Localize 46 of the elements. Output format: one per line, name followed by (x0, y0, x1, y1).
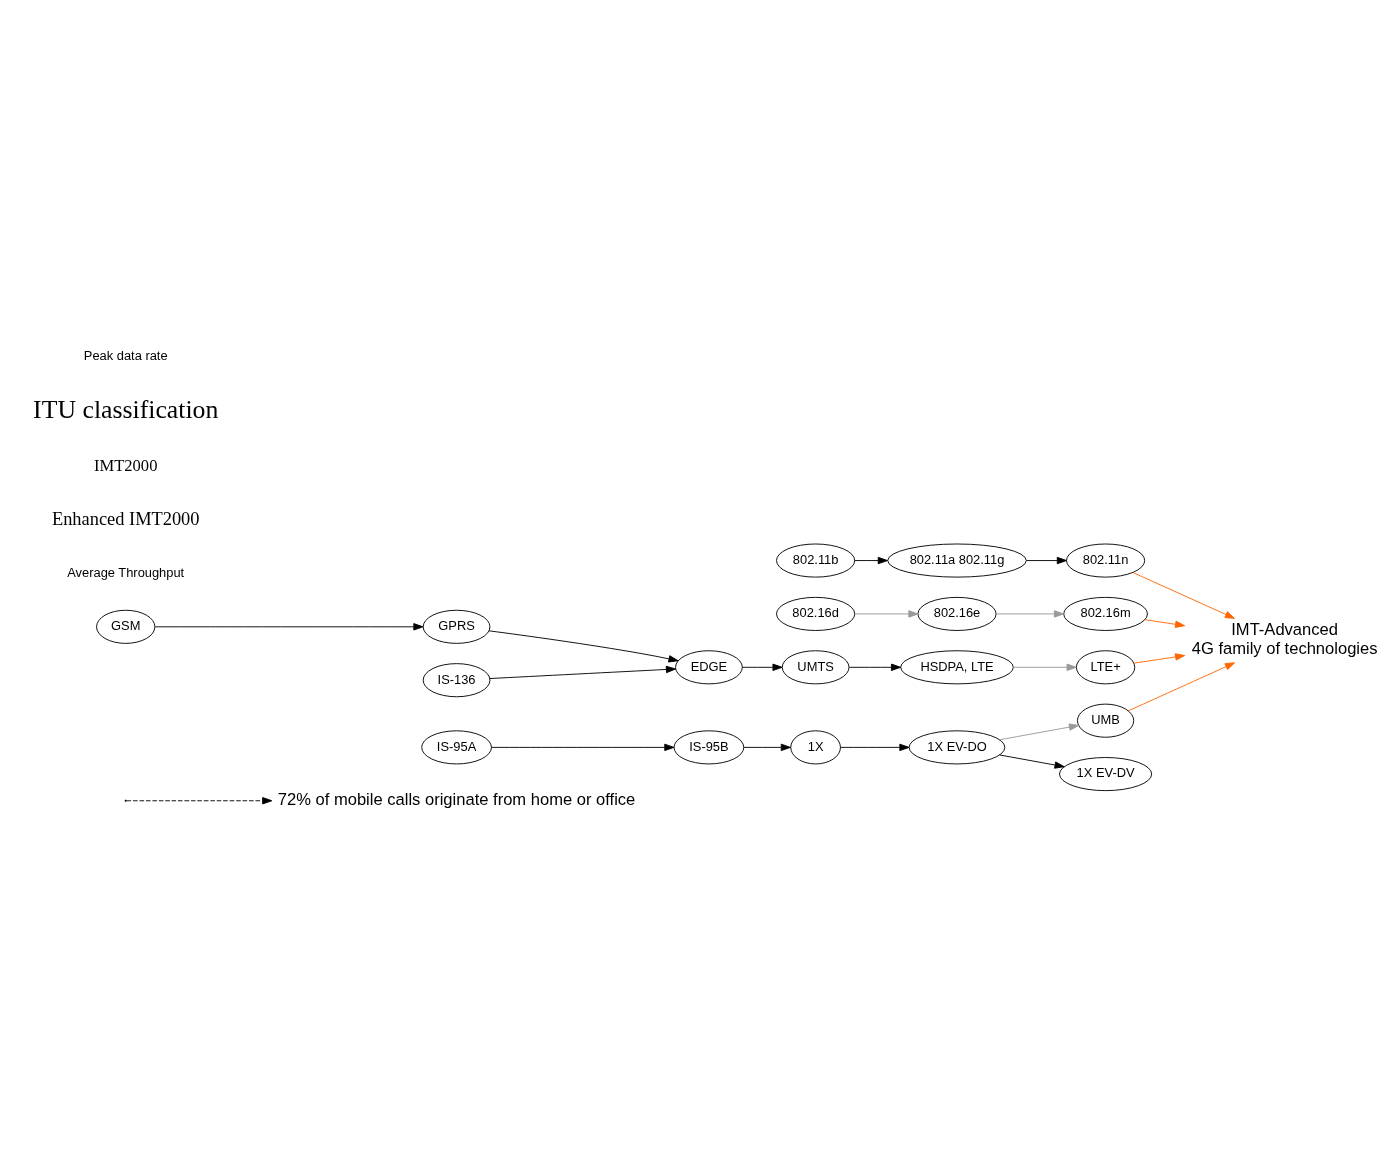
node-ellipse: HSDPA, LTE (900, 649, 1014, 684)
arrow (742, 663, 783, 671)
label: Peak data rate (83, 347, 168, 363)
label: Average Throughput (67, 564, 185, 580)
node-ellipse: 802.16m (1063, 596, 1148, 631)
node-ellipse: IS-136 (422, 662, 491, 697)
node-ellipse: 802.16e (917, 596, 997, 631)
arrow (854, 556, 888, 564)
arrow (1133, 652, 1186, 664)
arrow (1132, 571, 1235, 619)
arrow (488, 629, 679, 662)
arrow (995, 609, 1065, 618)
arrow (999, 754, 1065, 769)
arrow (854, 609, 919, 618)
node-ellipse: 1X (790, 729, 841, 764)
label: Enhanced IMT2000 (51, 508, 200, 529)
arrow (489, 665, 676, 679)
node-ellipse: 1X EV-DV (1059, 756, 1153, 791)
arrow (848, 663, 902, 671)
node-text: IMT-Advanced 4G family of technologies (1191, 619, 1378, 658)
node-ellipse: EDGE (675, 649, 743, 684)
node-ellipse: IS-95A (421, 729, 492, 764)
node-ellipse: UMTS (781, 649, 850, 684)
node-ellipse: LTE+ (1075, 649, 1136, 684)
node-ellipse: UMB (1077, 703, 1135, 738)
arrow (743, 743, 791, 751)
node-ellipse: 802.11n (1066, 543, 1146, 578)
arrow (1012, 663, 1077, 671)
label: IMT2000 (94, 455, 158, 475)
arrow (1144, 618, 1186, 628)
arrow (126, 796, 273, 804)
arrow (999, 722, 1080, 740)
node-ellipse: 802.11b (776, 543, 856, 578)
node-ellipse: 802.16d (776, 596, 856, 631)
arrow (1127, 661, 1236, 711)
label: ITU classification (33, 394, 219, 424)
node-text: 72% of mobile calls originate from home or office (277, 789, 636, 809)
node-ellipse: IS-95B (673, 729, 745, 764)
arrow (840, 743, 910, 751)
node-ellipse: GSM (96, 609, 156, 644)
arrow (490, 743, 675, 751)
node-ellipse: 802.11a 802.11g (887, 543, 1027, 578)
arrow (154, 622, 424, 630)
arrow (1026, 556, 1067, 564)
node-ellipse: 1X EV-DO (908, 729, 1006, 764)
node-ellipse: GPRS (422, 609, 491, 644)
